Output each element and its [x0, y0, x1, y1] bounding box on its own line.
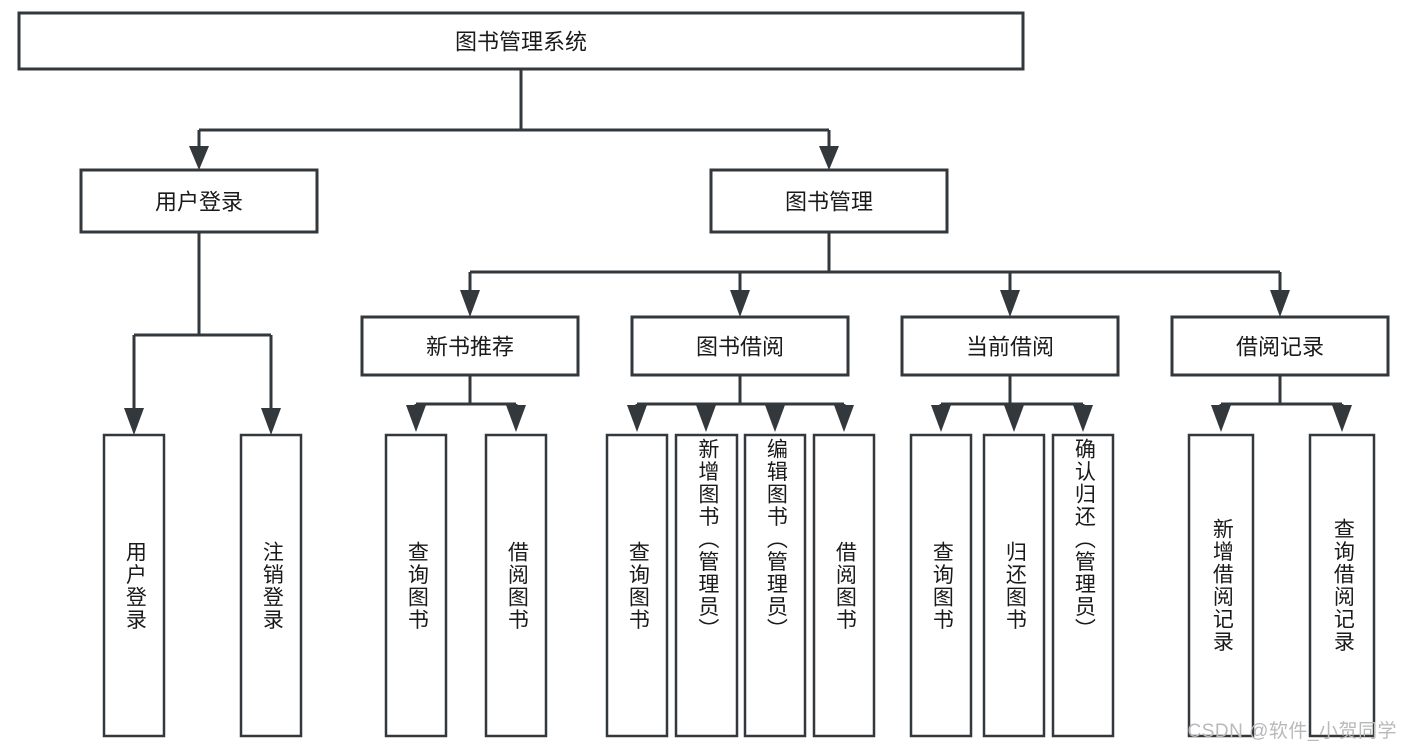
node-leaf-user-logout-box[interactable] [239, 433, 303, 738]
node-current-borrow[interactable]: 当前借阅 [900, 315, 1120, 377]
arrowhead-leaf-query-record [1332, 405, 1352, 432]
arrowhead-leaf-user-login [124, 408, 144, 435]
arrowhead-leaf-borrow-book-2 [834, 405, 854, 432]
arrowhead-leaf-add-record [1211, 405, 1231, 432]
connector-group-root [189, 69, 839, 170]
arrowhead-user-login [189, 146, 209, 170]
node-leaf-query-book-2-box[interactable] [605, 433, 669, 738]
arrowhead-book-borrow [730, 290, 750, 317]
node-leaf-borrow-book-2-box[interactable] [812, 433, 876, 738]
node-new-book-rec-box[interactable] [360, 315, 580, 377]
node-new-book-rec[interactable]: 新书推荐 [360, 315, 580, 377]
node-book-manage-box[interactable] [709, 168, 949, 234]
node-borrow-record-box[interactable] [1170, 315, 1390, 377]
node-leaf-edit-book-box[interactable] [743, 433, 807, 738]
arrowhead-leaf-query-book-1 [406, 405, 426, 432]
node-root-box[interactable] [17, 11, 1025, 71]
connector-group-book-borrow [627, 375, 854, 432]
node-root[interactable]: 图书管理系统 [17, 11, 1025, 71]
connector-group-book-manage [460, 232, 1290, 317]
arrowhead-leaf-user-logout [261, 408, 281, 435]
arrowhead-leaf-query-book-3 [931, 405, 951, 432]
node-borrow-record-label: 借阅记录 [1236, 335, 1324, 360]
node-user-login-box[interactable] [79, 168, 319, 234]
node-leaf-add-record-box[interactable] [1187, 433, 1255, 738]
node-leaf-query-book-1-box[interactable] [384, 433, 448, 738]
node-new-book-rec-label: 新书推荐 [426, 335, 514, 360]
arrowhead-leaf-query-book-2 [627, 405, 647, 432]
node-borrow-record[interactable]: 借阅记录 [1170, 315, 1390, 377]
arrowhead-book-manage [819, 146, 839, 170]
node-book-borrow-label: 图书借阅 [696, 335, 784, 360]
node-leaf-query-book-3-box[interactable] [909, 433, 973, 738]
node-book-borrow-box[interactable] [630, 315, 850, 377]
arrowhead-current-borrow [1000, 290, 1020, 317]
arrowhead-new-book-rec [460, 290, 480, 317]
arrowhead-borrow-record [1270, 290, 1290, 317]
node-user-login[interactable]: 用户登录 [79, 168, 319, 234]
node-user-login-label: 用户登录 [155, 190, 243, 215]
connector-group-new-book-rec [406, 375, 526, 432]
node-leaf-return-book-box[interactable] [982, 433, 1046, 738]
leaf-boxes [102, 433, 1376, 738]
node-leaf-confirm-return-box[interactable] [1051, 433, 1115, 738]
node-root-label: 图书管理系统 [455, 30, 587, 55]
arrowhead-leaf-add-book [696, 405, 716, 432]
node-book-borrow[interactable]: 图书借阅 [630, 315, 850, 377]
connector-group-user-login [124, 232, 281, 435]
connector-group-current-borrow [931, 375, 1093, 432]
node-current-borrow-box[interactable] [900, 315, 1120, 377]
node-book-manage-label: 图书管理 [785, 190, 873, 215]
arrowhead-leaf-confirm-return [1073, 405, 1093, 432]
arrowhead-leaf-borrow-book-1 [506, 405, 526, 432]
node-leaf-user-login-box[interactable] [102, 433, 166, 738]
node-book-manage[interactable]: 图书管理 [709, 168, 949, 234]
watermark-text: CSDN @软件_小贺同学 [1187, 721, 1397, 742]
node-leaf-borrow-book-1-box[interactable] [484, 433, 548, 738]
arrowhead-leaf-return-book [1004, 405, 1024, 432]
connector-group-borrow-record [1211, 375, 1352, 432]
node-leaf-add-book-box[interactable] [674, 433, 739, 738]
node-leaf-query-record-box[interactable] [1308, 433, 1376, 738]
arrowhead-leaf-edit-book [765, 405, 785, 432]
node-current-borrow-label: 当前借阅 [966, 335, 1054, 360]
